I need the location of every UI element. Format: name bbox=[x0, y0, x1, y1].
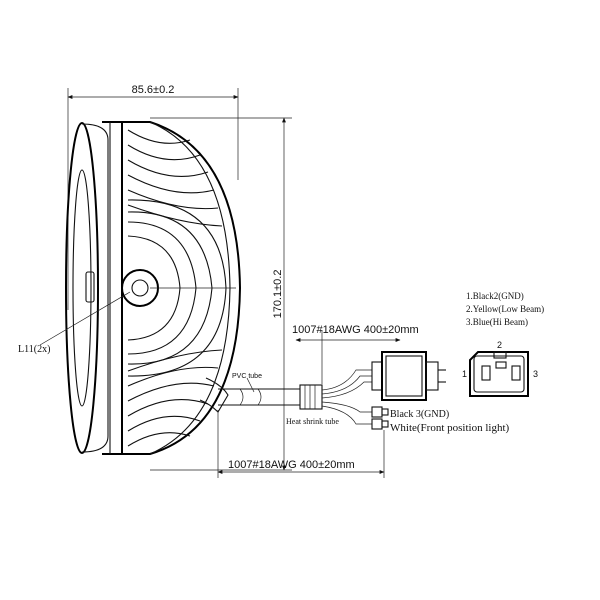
width-dimension-label: 85.6±0.2 bbox=[132, 84, 175, 96]
black3-label: Black 3(GND) bbox=[390, 409, 449, 420]
pin-2 bbox=[495, 361, 507, 369]
width-dimension: 85.6±0.2 bbox=[67, 84, 239, 310]
height-dimension-label: 170.1±0.2 bbox=[272, 270, 284, 319]
screw-callout: L11(2x) bbox=[18, 291, 131, 355]
bullet-connectors: Black 3(GND) White(Front position light) bbox=[371, 406, 509, 434]
pin-1-label: 1 bbox=[462, 369, 467, 379]
legend-item-1: 1.Black2(GND) bbox=[466, 291, 524, 301]
pinout-legend: 1.Black2(GND) 2.Yellow(Low Beam) 3.Blue(… bbox=[466, 291, 544, 327]
cable-assembly: PVC tube Heat shrink tube 1007#18AWG 400… bbox=[217, 324, 419, 478]
pvc-tube-label: PVC tube bbox=[232, 373, 262, 380]
screw-label: L11(2x) bbox=[18, 344, 50, 355]
cable-top-dimension: 1007#18AWG 400±20mm bbox=[292, 324, 419, 336]
legend-item-2: 2.Yellow(Low Beam) bbox=[466, 304, 544, 314]
headlight-body bbox=[65, 121, 242, 455]
connector-face: 1 2 3 bbox=[462, 340, 538, 397]
white-label: White(Front position light) bbox=[390, 422, 509, 434]
cooling-fins bbox=[127, 129, 223, 447]
mount-hole bbox=[131, 279, 149, 297]
height-dimension: 170.1±0.2 bbox=[150, 117, 292, 471]
legend-item-3: 3.Blue(Hi Beam) bbox=[466, 317, 528, 327]
pin-1 bbox=[481, 365, 491, 381]
pin-3 bbox=[511, 365, 521, 381]
pin-2-label: 2 bbox=[497, 340, 502, 350]
front-mount-tab bbox=[85, 271, 95, 303]
cable-bottom-dimension: 1007#18AWG 400±20mm bbox=[228, 459, 355, 471]
h4-connector bbox=[371, 351, 446, 401]
pin-3-label: 3 bbox=[533, 369, 538, 379]
heat-shrink-label: Heat shrink tube bbox=[286, 417, 339, 426]
